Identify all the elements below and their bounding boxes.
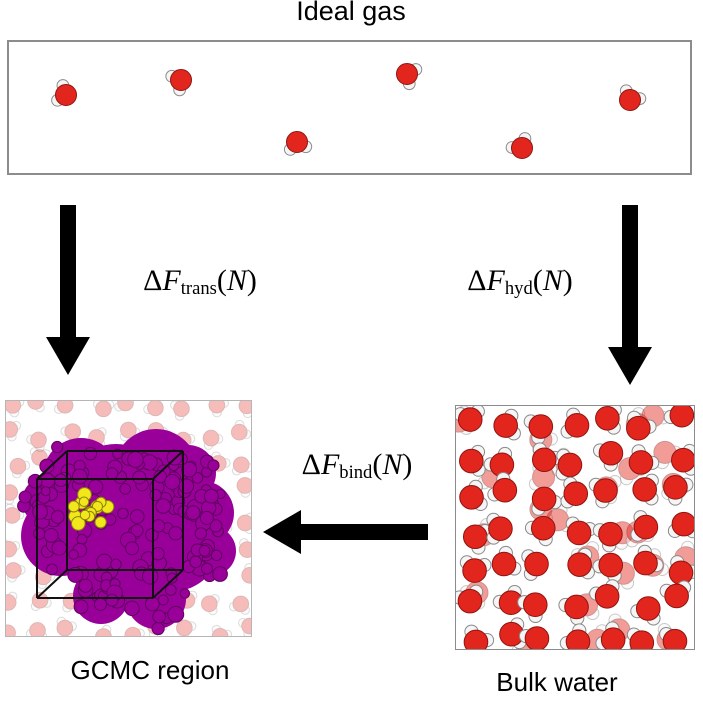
paren-close: ) [562, 264, 573, 297]
bulk-water-caption: Bulk water [496, 667, 618, 697]
arrow-hyd-down [608, 205, 652, 385]
gcmc-region-panel [5, 400, 252, 637]
arrow-bind-left [263, 510, 428, 554]
delta-symbol: Δ [143, 264, 163, 297]
label-delta-f-trans: ΔFtrans(N) [143, 264, 257, 300]
gcmc-region-caption: GCMC region [70, 655, 230, 685]
free-energy-symbol: F [486, 264, 505, 297]
n-symbol: N [542, 264, 563, 297]
n-symbol: N [226, 264, 247, 297]
arrow-trans-down [46, 205, 90, 375]
delta-symbol: Δ [301, 448, 321, 481]
ideal-gas-panel [7, 40, 692, 175]
subscript-hyd: hyd [504, 278, 533, 300]
subscript-trans: trans [180, 278, 217, 300]
free-energy-symbol: F [162, 264, 181, 297]
label-delta-f-hyd: ΔFhyd(N) [467, 264, 573, 300]
gcmc-region-image [6, 401, 251, 636]
ideal-gas-label: Ideal gas [296, 0, 406, 26]
paren-open: ( [372, 448, 383, 481]
label-delta-f-bind: ΔFbind(N) [302, 448, 413, 484]
paren-open: ( [532, 264, 543, 297]
paren-close: ) [402, 448, 413, 481]
n-symbol: N [382, 448, 403, 481]
paren-open: ( [216, 264, 227, 297]
ideal-gas-molecules [51, 63, 647, 159]
delta-symbol: Δ [467, 264, 487, 297]
bulk-water-image [456, 406, 694, 649]
bulk-water-panel [455, 405, 695, 650]
subscript-bind: bind [339, 462, 373, 484]
free-energy-symbol: F [320, 448, 340, 481]
paren-close: ) [246, 264, 257, 297]
